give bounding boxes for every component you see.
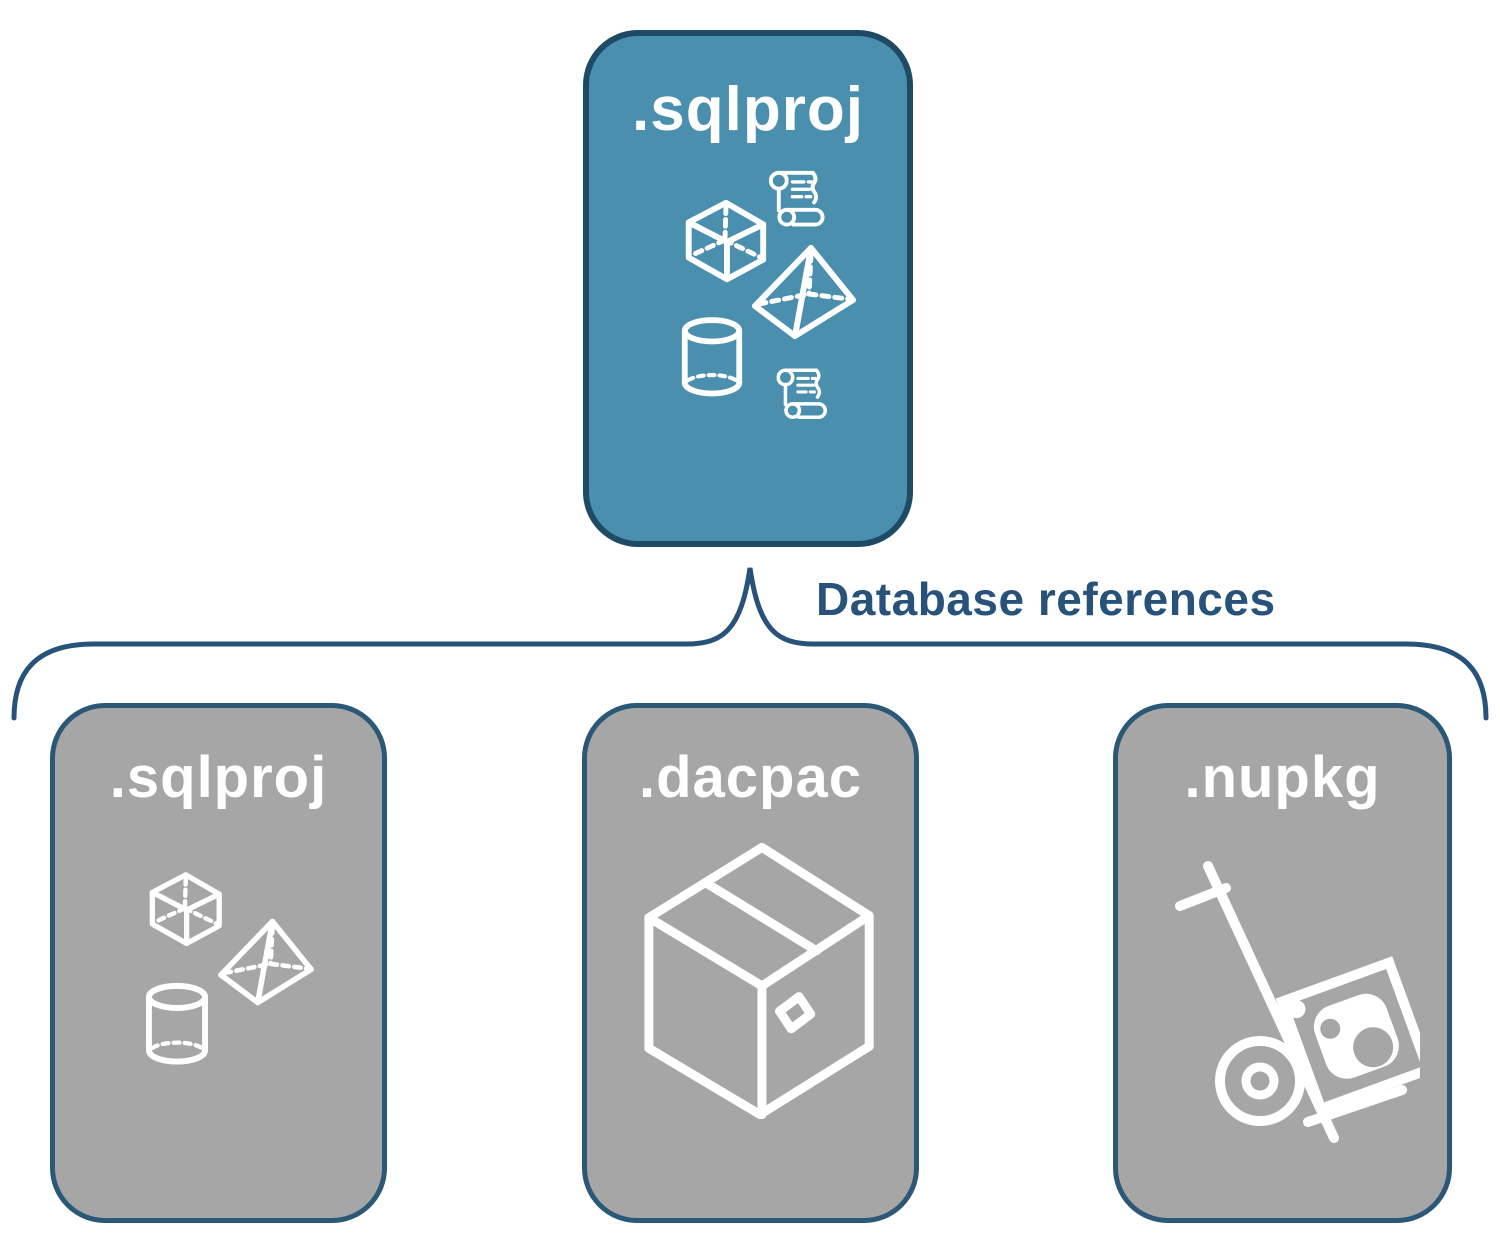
- pyramid-icon: [752, 245, 856, 339]
- node-label: .dacpac: [639, 745, 862, 810]
- package-box-icon: [644, 842, 874, 1120]
- cylinder-icon: [681, 317, 743, 397]
- node-label: .sqlproj: [632, 75, 864, 144]
- scroll-icon: [768, 170, 825, 227]
- nuget-handtruck-icon: [1175, 861, 1420, 1143]
- node-child-sqlproj: .sqlproj: [50, 703, 387, 1223]
- pyramid-icon: [218, 918, 314, 1006]
- connector-label: Database references: [816, 573, 1276, 625]
- cube-icon: [149, 872, 222, 947]
- node-child-nupkg: .nupkg: [1113, 703, 1452, 1223]
- scroll-icon: [776, 368, 828, 420]
- node-root-sqlproj: .sqlproj: [583, 30, 913, 547]
- node-child-dacpac: .dacpac: [582, 703, 919, 1223]
- node-label: .sqlproj: [109, 745, 328, 810]
- cylinder-icon: [145, 982, 209, 1065]
- node-label: .nupkg: [1184, 745, 1381, 810]
- cube-icon: [685, 199, 767, 283]
